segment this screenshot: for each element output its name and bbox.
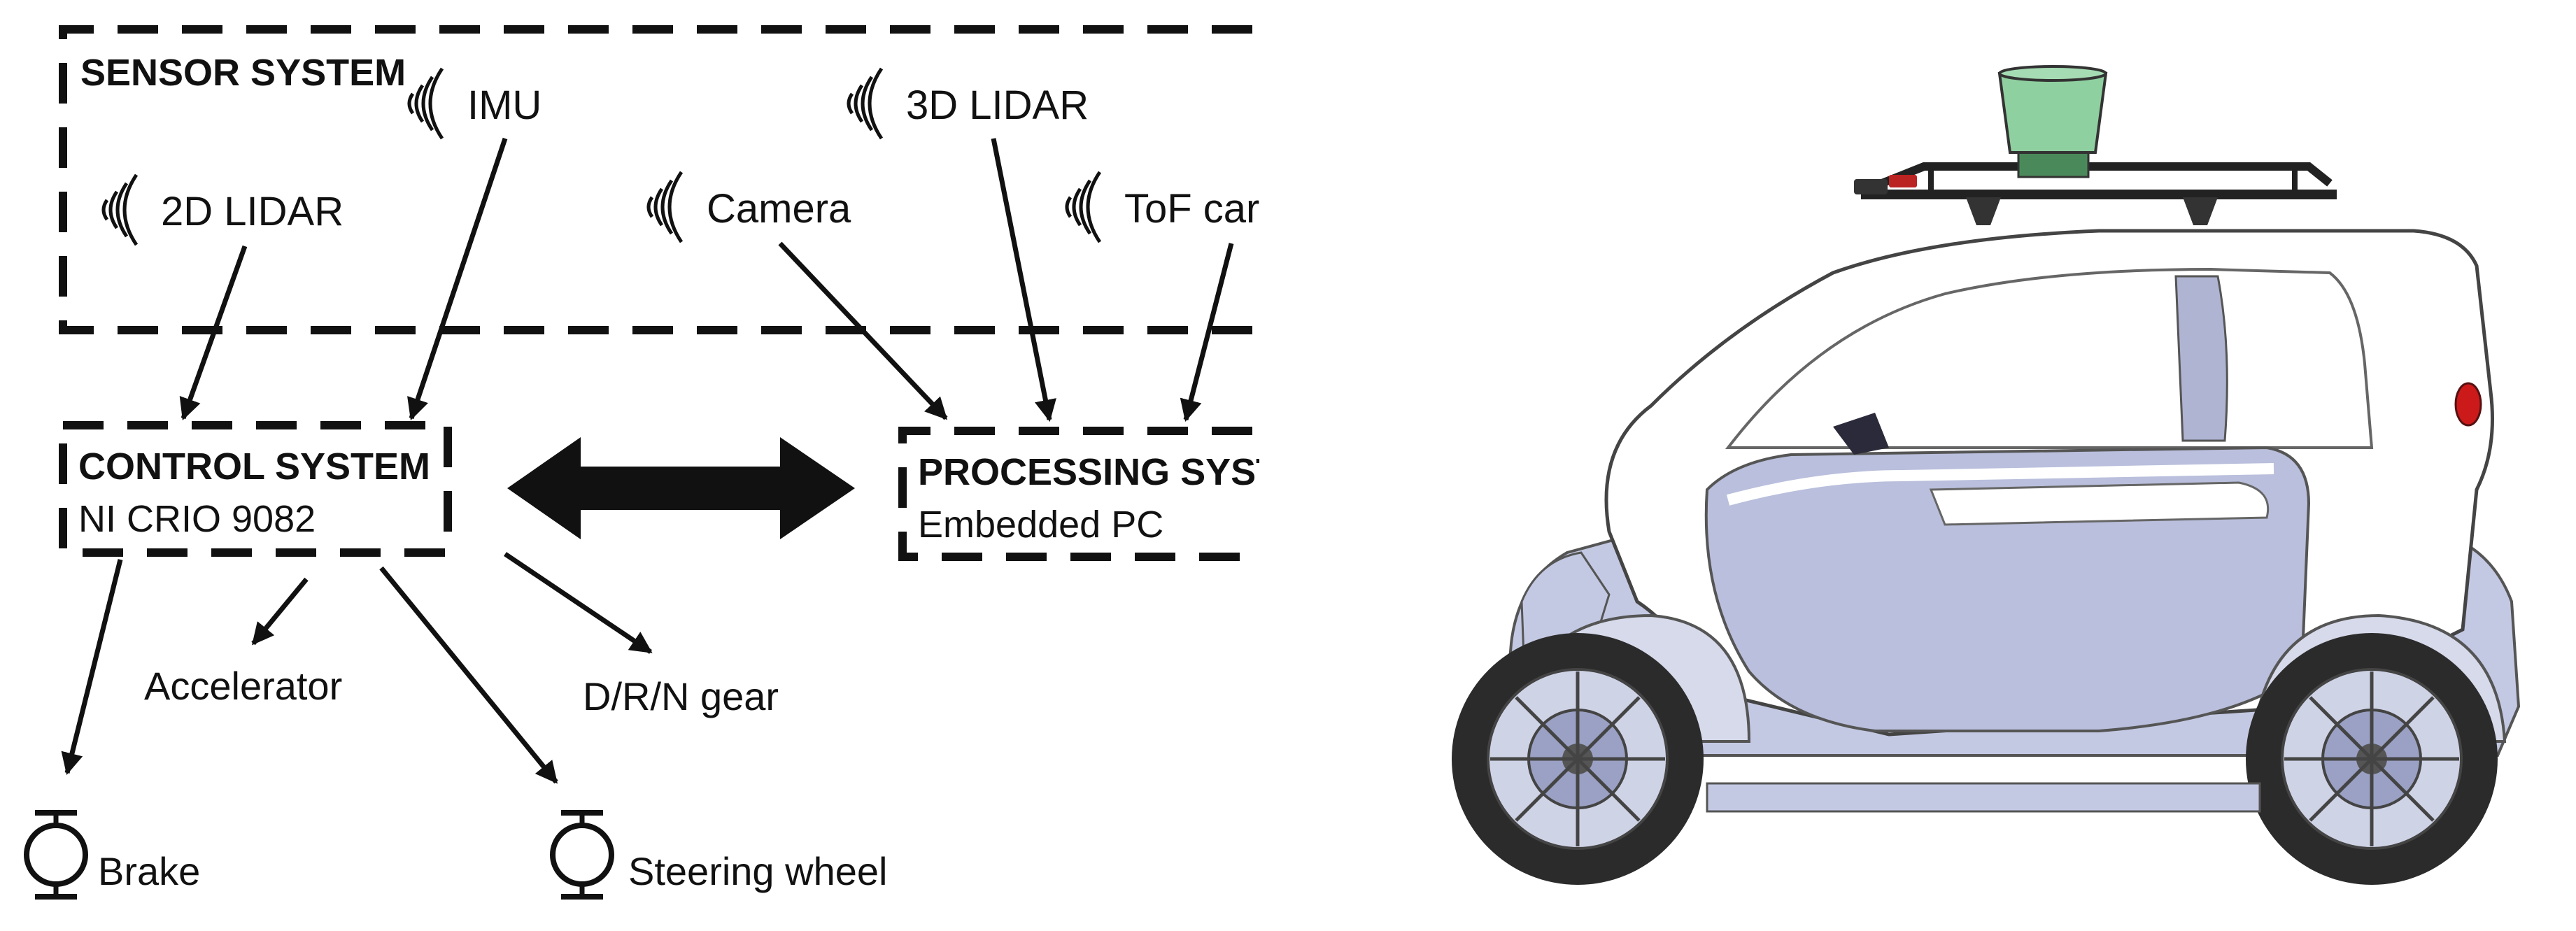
sensor-3d-lidar-label: 3D LIDAR (906, 83, 1089, 128)
actuator-accelerator-label: Accelerator (144, 664, 342, 708)
roof-rack (1854, 162, 2337, 225)
signal-wave-icon (409, 69, 442, 138)
front-wheel (1452, 633, 1704, 885)
actuator-brake-label: Brake (98, 849, 200, 893)
sensor-2d-lidar: 2D LIDAR (104, 175, 344, 245)
control-system-title: CONTROL SYSTEM (78, 446, 430, 488)
sensor-camera: Camera (649, 172, 851, 242)
arrow-control-to-accelerator (251, 577, 309, 646)
sensor-imu: IMU (409, 69, 542, 138)
control-system-subtitle: NI CRIO 9082 (78, 498, 316, 540)
brake-pulley-icon (27, 813, 85, 897)
steering-pulley-icon (553, 813, 611, 897)
door-trim (1726, 463, 2274, 506)
sensor-tof-camera-label: ToF car (1124, 186, 1259, 232)
arrow-control-to-steering (379, 566, 558, 784)
sensor-camera-label: Camera (707, 186, 851, 232)
arrow-tof-to-processing (1180, 243, 1234, 422)
sensor-system-title: SENSOR SYSTEM (80, 52, 406, 94)
tail-light (2454, 382, 2482, 427)
signal-wave-icon (849, 69, 882, 138)
block-diagram: SENSOR SYSTEM IMU 3D LIDAR 2D LIDAR Came… (27, 25, 1279, 897)
signal-wave-icon (649, 172, 681, 242)
sensor-tof-camera: ToF car (1067, 172, 1259, 242)
rear-wheel (2246, 633, 2498, 885)
actuator-brake: Brake (27, 813, 200, 897)
signal-wave-icon (104, 175, 136, 245)
processing-system-title: PROCESSING SYST (918, 451, 1279, 493)
processing-system-box (898, 427, 1252, 561)
arrow-imu-to-control (407, 137, 508, 420)
bidirectional-link-arrow (507, 437, 855, 539)
sensor-imu-label: IMU (467, 83, 542, 128)
door-handle-area (1929, 481, 2270, 526)
arrow-control-to-gear (504, 552, 653, 654)
actuator-steering-label: Steering wheel (628, 849, 887, 893)
arrow-camera-to-processing (778, 241, 948, 420)
actuator-gear-label: D/R/N gear (583, 674, 779, 718)
arrow-control-to-brake (61, 559, 123, 776)
vehicle-illustration (1452, 65, 2521, 885)
arrow-3d-lidar-to-processing (991, 138, 1056, 422)
lidar-sensor (1997, 65, 2108, 178)
car-sill (1706, 782, 2261, 813)
car-rear-pillar (2174, 275, 2228, 442)
side-mirror (1833, 413, 1889, 455)
actuator-steering-wheel: Steering wheel (553, 813, 887, 897)
arrow-2d-lidar-to-control (179, 245, 248, 420)
sensor-3d-lidar: 3D LIDAR (849, 69, 1089, 138)
signal-wave-icon (1067, 172, 1100, 242)
sensor-2d-lidar-label: 2D LIDAR (161, 189, 344, 234)
processing-system-subtitle: Embedded PC (918, 504, 1163, 546)
sensor-system-box (59, 25, 1252, 334)
